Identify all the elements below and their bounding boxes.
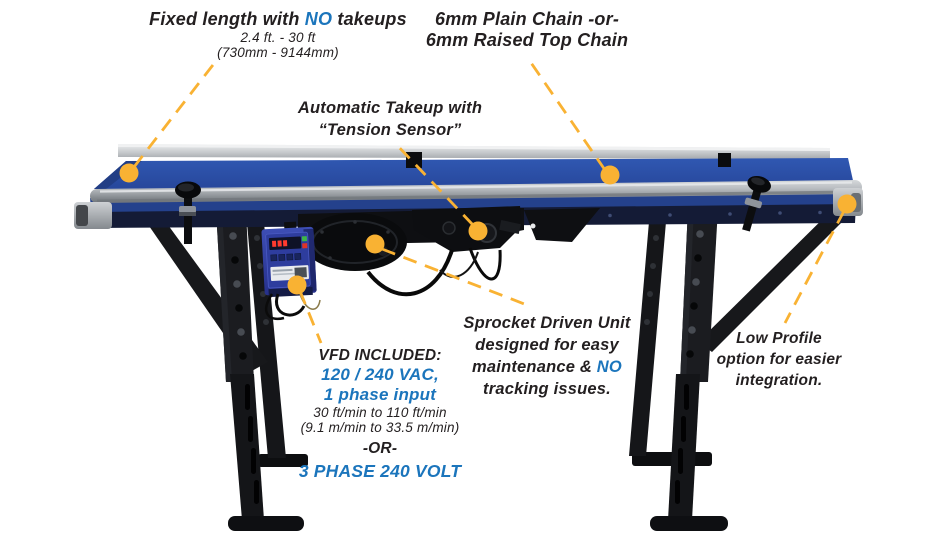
sprocket-line4: tracking issues.: [483, 380, 611, 398]
back-rail: [118, 144, 830, 159]
callout-low-profile: Low Profile option for easier integratio…: [694, 328, 864, 391]
fixed-length-title: Fixed length with NO takeups: [149, 9, 407, 29]
callout-leaders: [119, 56, 857, 344]
leader-takeup: [392, 141, 475, 226]
callout-vfd: VFD INCLUDED: 120 / 240 VAC, 1 phase inp…: [270, 346, 490, 482]
callout-fixed-length: Fixed length with NO takeups 2.4 ft. - 3…: [118, 9, 438, 60]
vfd-speed-m: (9.1 m/min to 33.5 m/min): [300, 420, 460, 435]
sprocket-line2: designed for easy: [475, 336, 619, 354]
callout-chain: 6mm Plain Chain -or- 6mm Raised Top Chai…: [397, 9, 657, 51]
low-profile-line3: integration.: [735, 372, 823, 389]
vfd-volts: 120 / 240 VAC,: [321, 365, 439, 384]
frame-bracket: [524, 208, 600, 242]
takeup-line1: Automatic Takeup with: [297, 99, 483, 117]
left-end-cap: [74, 202, 112, 229]
vfd-title: VFD INCLUDED:: [318, 347, 442, 364]
fixed-length-range-ft: 2.4 ft. - 30 ft: [240, 30, 316, 45]
sprocket-line1: Sprocket Driven Unit: [463, 314, 631, 332]
callout-dot-low-profile: [837, 194, 857, 214]
right-leg-brace: [698, 202, 854, 352]
leader-vfd: [298, 290, 323, 344]
left-clamp-knob: [175, 181, 201, 244]
callout-sprocket: Sprocket Driven Unit designed for easy m…: [447, 312, 647, 400]
leader-low-profile: [783, 210, 846, 324]
vfd-alt: 3 PHASE 240 VOLT: [298, 461, 462, 481]
vfd-speed-ft: 30 ft/min to 110 ft/min: [313, 405, 447, 420]
vfd-stop-button: [302, 243, 308, 249]
right-clamp-knob: [742, 175, 771, 232]
cables: [366, 247, 502, 297]
left-rear-leg: [246, 212, 308, 467]
vfd-or: -OR-: [362, 440, 398, 457]
rail-clamp-right: [718, 153, 731, 167]
callout-dot-chain: [600, 165, 620, 185]
takeup-line2: “Tension Sensor”: [318, 121, 462, 139]
callout-dot-fixed-length: [119, 163, 139, 183]
leader-sprocket: [381, 247, 528, 307]
low-profile-line2: option for easier: [716, 351, 842, 368]
takeup-unit: [412, 206, 522, 252]
fixed-length-range-mm: (730mm - 9144mm): [217, 45, 339, 60]
drive-motor: [303, 213, 407, 271]
chain-line2: 6mm Raised Top Chain: [425, 30, 629, 50]
front-rail-tube: [90, 180, 862, 203]
vfd-wires: [265, 293, 321, 321]
vfd-run-button: [301, 236, 308, 242]
callout-takeup: Automatic Takeup with “Tension Sensor”: [280, 97, 500, 141]
callout-dot-vfd: [287, 275, 307, 295]
sprocket-line3: maintenance & NO: [472, 358, 622, 376]
callout-dot-takeup: [468, 221, 488, 241]
chain-line1: 6mm Plain Chain -or-: [434, 9, 620, 29]
low-profile-line1: Low Profile: [736, 330, 822, 347]
vfd-phase: 1 phase input: [323, 385, 437, 404]
right-front-leg: [650, 204, 746, 531]
callout-dot-sprocket: [365, 234, 385, 254]
rail-clamp-left: [406, 152, 422, 168]
